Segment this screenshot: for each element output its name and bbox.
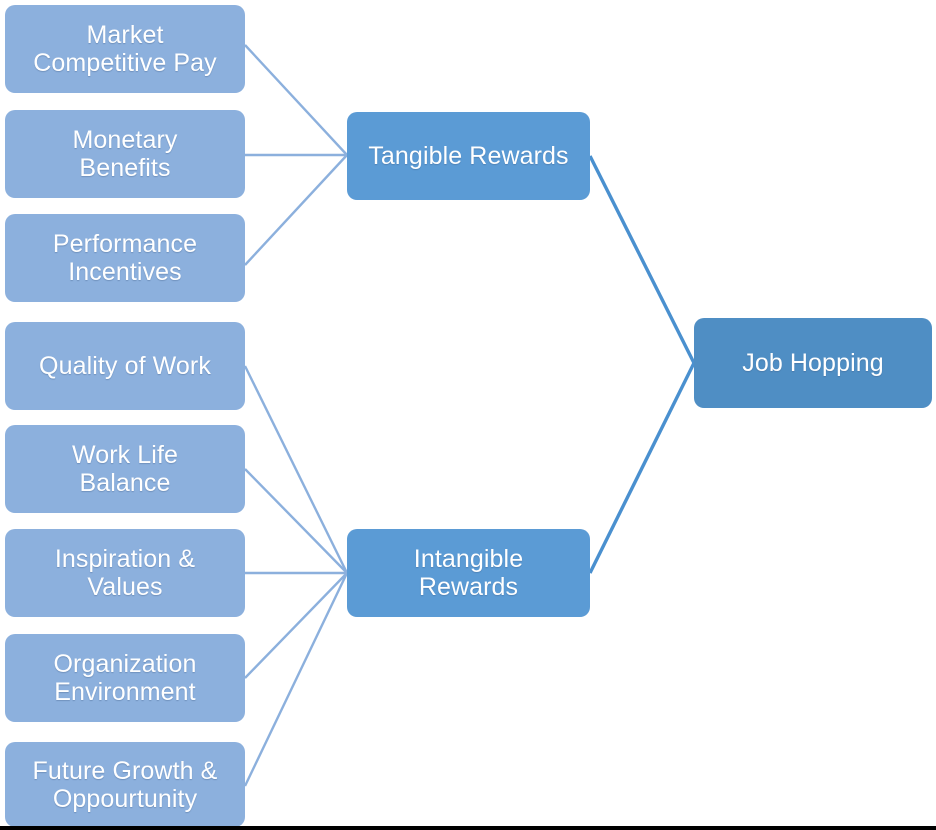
connector-work-life-balance bbox=[244, 468, 348, 574]
connector-tangible-to-job-hopping bbox=[588, 155, 696, 364]
outcome-box-job-hopping[interactable]: Job Hopping bbox=[694, 318, 932, 408]
driver-label: Performance Incentives bbox=[52, 230, 198, 286]
driver-label: Work Life Balance bbox=[71, 441, 179, 497]
driver-label: Market Competitive Pay bbox=[33, 21, 217, 77]
category-label: Tangible Rewards bbox=[368, 142, 569, 170]
category-label: Intangible Rewards bbox=[413, 545, 524, 601]
driver-box-organization-environment[interactable]: Organization Environment bbox=[5, 634, 245, 722]
driver-box-performance-incentives[interactable]: Performance Incentives bbox=[5, 214, 245, 302]
connector-performance-incentives bbox=[244, 154, 348, 266]
driver-label: Future Growth & Oppourtunity bbox=[32, 756, 218, 813]
driver-box-inspiration-and-values[interactable]: Inspiration & Values bbox=[5, 529, 245, 617]
driver-label: Monetary Benefits bbox=[72, 126, 178, 182]
driver-box-market-competitive-pay[interactable]: Market Competitive Pay bbox=[5, 5, 245, 93]
outcome-label: Job Hopping bbox=[742, 349, 884, 377]
category-box-intangible-rewards[interactable]: Intangible Rewards bbox=[347, 529, 590, 617]
connector-organization-environment bbox=[244, 572, 348, 679]
driver-label: Organization Environment bbox=[53, 650, 197, 706]
driver-label: Inspiration & Values bbox=[54, 545, 196, 601]
driver-box-monetary-benefits[interactable]: Monetary Benefits bbox=[5, 110, 245, 198]
category-box-tangible-rewards[interactable]: Tangible Rewards bbox=[347, 112, 590, 200]
connector-future-growth bbox=[243, 572, 349, 787]
driver-box-future-growth-and-oppourtunity[interactable]: Future Growth & Oppourtunity bbox=[5, 742, 245, 826]
connector-quality-of-work bbox=[243, 365, 349, 574]
driver-box-quality-of-work[interactable]: Quality of Work bbox=[5, 322, 245, 410]
driver-label: Quality of Work bbox=[39, 352, 211, 380]
connector-intangible-to-job-hopping bbox=[588, 362, 696, 574]
connector-market-competitive-pay bbox=[244, 44, 348, 156]
driver-box-work-life-balance[interactable]: Work Life Balance bbox=[5, 425, 245, 513]
